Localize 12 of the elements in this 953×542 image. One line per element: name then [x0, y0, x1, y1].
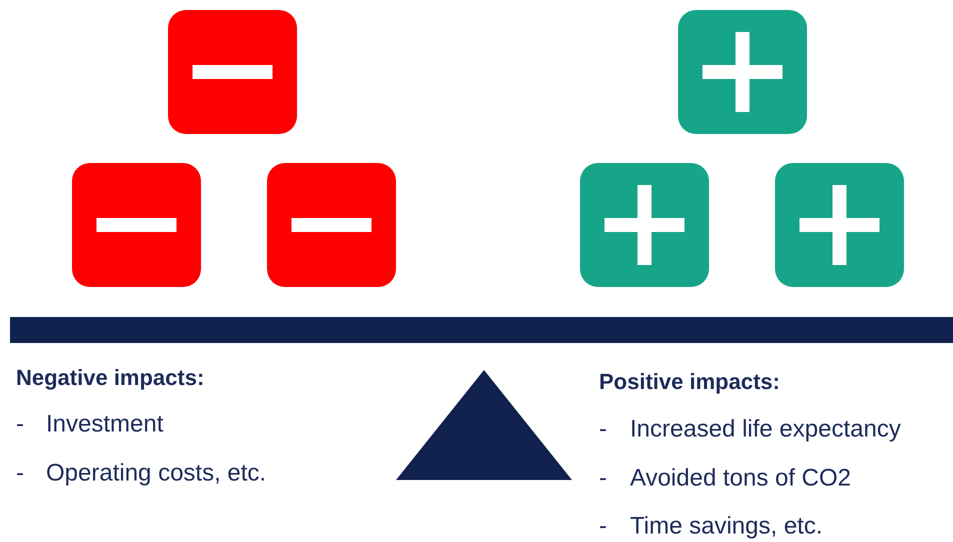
heading: Negative impacts: — [16, 364, 204, 392]
list-item: Operating costs, etc. — [46, 460, 266, 488]
heading: Positive impacts: — [599, 368, 780, 396]
bullet-dash: - — [16, 410, 24, 440]
bullet-dash: - — [16, 460, 24, 488]
list-item: Time savings, etc. — [630, 512, 823, 542]
list-item: Increased life expectancy — [630, 416, 901, 444]
bullet-dash: - — [599, 464, 607, 494]
list-item: Avoided tons of CO2 — [630, 464, 852, 494]
bullet-dash: - — [599, 416, 607, 444]
list-item: Investment — [46, 410, 164, 440]
bullet-dash: - — [599, 512, 607, 542]
